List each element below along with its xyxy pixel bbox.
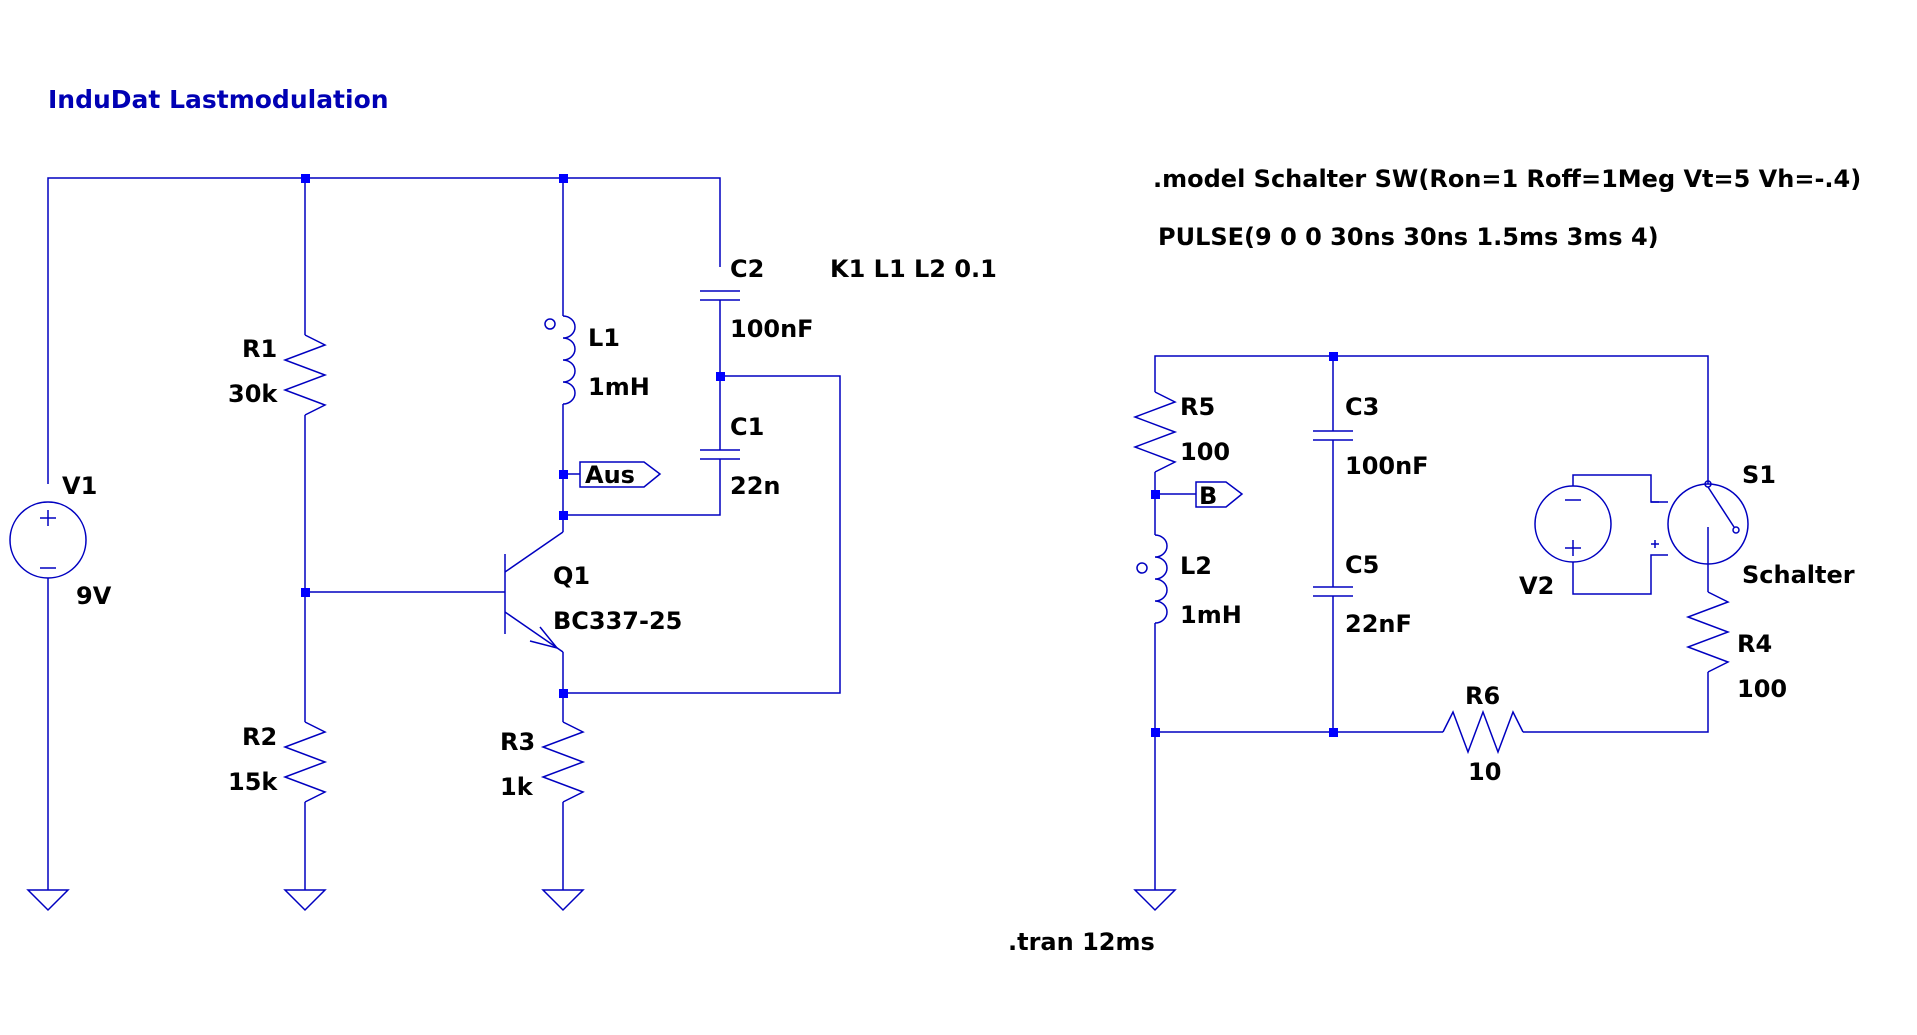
pulse-directive: PULSE(9 0 0 30ns 30ns 1.5ms 3ms 4): [1158, 223, 1659, 251]
r6-resistor[interactable]: [1442, 709, 1524, 755]
r1-resistor[interactable]: [282, 334, 328, 416]
b-port-flag[interactable]: [1195, 481, 1244, 508]
r5-value: 100: [1180, 438, 1230, 466]
ground-symbol-r3: [541, 889, 585, 912]
v2-voltage-source[interactable]: [1534, 485, 1612, 563]
l2-label: L2: [1180, 552, 1212, 580]
r4-resistor[interactable]: [1685, 591, 1731, 673]
s1-label: S1: [1742, 461, 1776, 489]
r2-value: 15k: [228, 768, 278, 796]
s1-value: Schalter: [1742, 561, 1855, 589]
junction-dot: [301, 588, 310, 597]
l2-value: 1mH: [1180, 601, 1242, 629]
r5-label: R5: [1180, 393, 1215, 421]
r6-value: 10: [1468, 758, 1501, 786]
junction-dot: [1329, 352, 1338, 361]
v1-label: V1: [62, 472, 97, 500]
wire-c1-collector[interactable]: [563, 459, 721, 516]
junction-dot: [1151, 728, 1160, 737]
junction-dot: [559, 174, 568, 183]
ground-symbol-r2: [283, 889, 327, 912]
c1-label: C1: [730, 413, 764, 441]
aus-net-label: Aus: [585, 461, 635, 489]
r2-resistor[interactable]: [282, 721, 328, 803]
r1-label: R1: [242, 335, 277, 363]
q1-value: BC337-25: [553, 607, 682, 635]
r3-resistor[interactable]: [540, 721, 586, 803]
r6-label: R6: [1465, 682, 1500, 710]
junction-dot: [716, 372, 725, 381]
c1-value: 22n: [730, 472, 780, 500]
l1-label: L1: [588, 324, 620, 352]
c3-value: 100nF: [1345, 452, 1429, 480]
r4-value: 100: [1737, 675, 1787, 703]
v2-label: V2: [1519, 572, 1554, 600]
coupling-directive: K1 L1 L2 0.1: [830, 255, 997, 283]
r2-label: R2: [242, 723, 277, 751]
right-circuit: R5 100 B L2 1mH C3 100nF C5 22nF R6 10: [1132, 352, 1855, 912]
l1-inductor[interactable]: [544, 315, 576, 405]
r5-resistor[interactable]: [1132, 391, 1178, 473]
wire-v2-top[interactable]: [1572, 474, 1668, 503]
wire-feedback[interactable]: [563, 375, 841, 694]
left-circuit: V1 9V R1 30k R2 15k L1 1mH Aus C2 100nF: [9, 174, 841, 912]
aus-port-flag[interactable]: [579, 461, 662, 488]
c5-label: C5: [1345, 551, 1379, 579]
l1-value: 1mH: [588, 373, 650, 401]
s1-voltage-switch[interactable]: [1651, 480, 1749, 565]
r1-value: 30k: [228, 380, 278, 408]
junction-dot: [1329, 728, 1338, 737]
wire-v2-bottom[interactable]: [1572, 554, 1668, 595]
c2-value: 100nF: [730, 315, 814, 343]
v1-voltage-source[interactable]: [9, 501, 87, 579]
l2-inductor[interactable]: [1136, 534, 1168, 624]
tran-directive: .tran 12ms: [1008, 928, 1155, 956]
ground-symbol-v1: [26, 889, 70, 912]
v1-value: 9V: [76, 582, 112, 610]
ground-symbol-l2: [1133, 889, 1177, 912]
schematic-title: InduDat Lastmodulation: [48, 85, 389, 114]
q1-label: Q1: [553, 562, 590, 590]
wire-right-top-rail[interactable]: [1154, 355, 1709, 484]
wire-r6-r4[interactable]: [1523, 672, 1709, 733]
junction-dot: [559, 470, 568, 479]
b-net-label: B: [1199, 482, 1217, 510]
r3-value: 1k: [500, 773, 534, 801]
wire-top-rail[interactable]: [47, 177, 721, 484]
r3-label: R3: [500, 728, 535, 756]
junction-dot: [559, 511, 568, 520]
c2-label: C2: [730, 255, 764, 283]
junction-dot: [301, 174, 310, 183]
c5-value: 22nF: [1345, 610, 1412, 638]
r4-label: R4: [1737, 630, 1772, 658]
model-directive: .model Schalter SW(Ron=1 Roff=1Meg Vt=5 …: [1153, 165, 1861, 193]
c3-label: C3: [1345, 393, 1379, 421]
junction-dot: [559, 689, 568, 698]
q1-npn-transistor[interactable]: [504, 531, 564, 653]
junction-dot: [1151, 490, 1160, 499]
